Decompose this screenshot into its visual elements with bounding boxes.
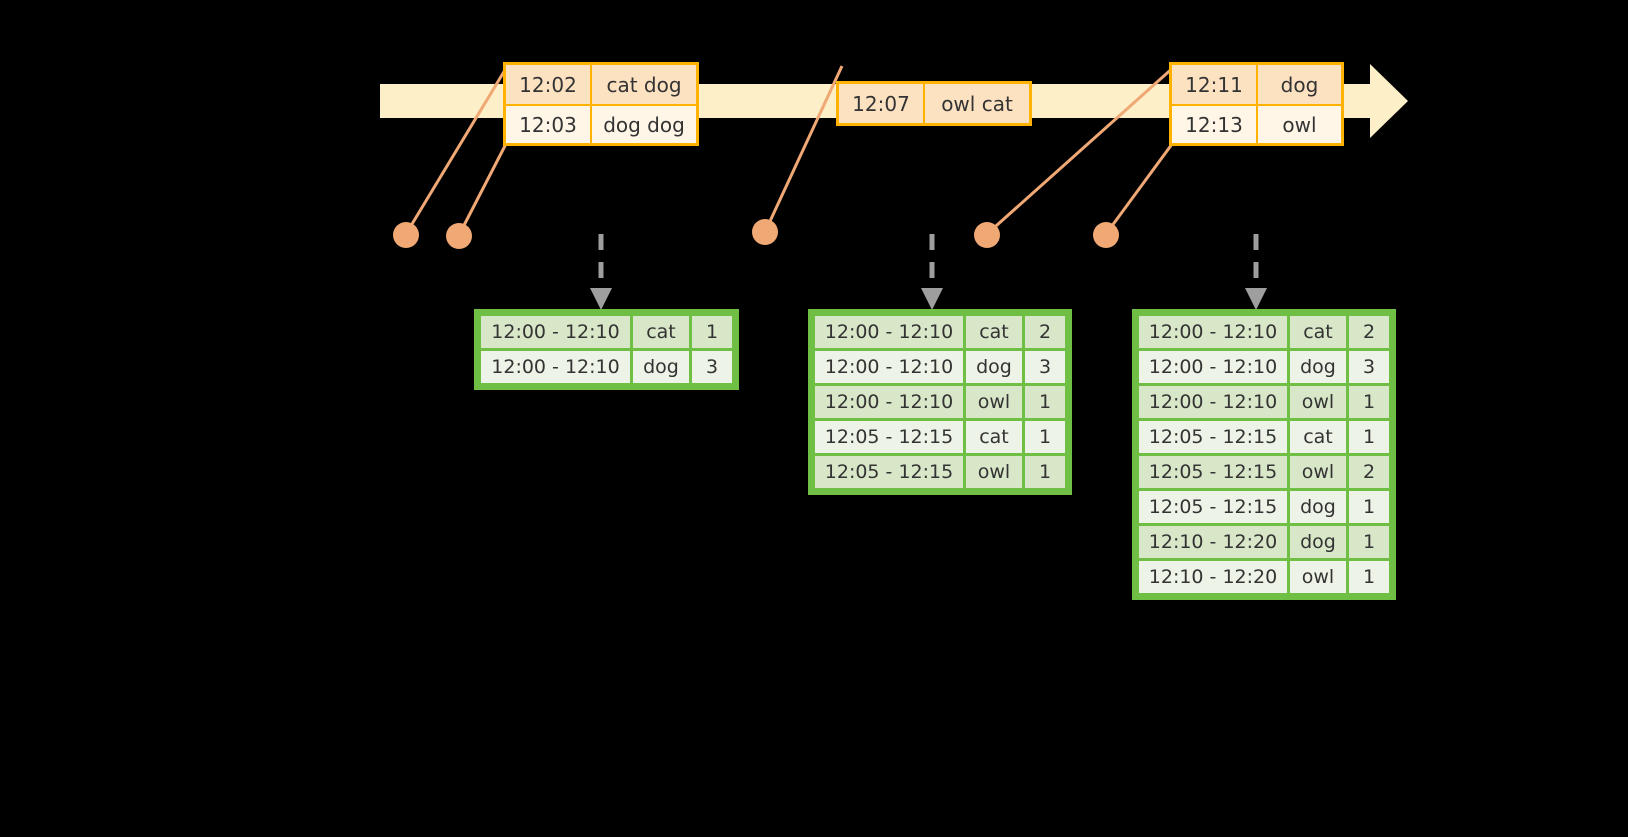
count-cell: 1	[692, 316, 732, 348]
connector-dot	[393, 222, 419, 248]
event-row[interactable]: 12:13 owl	[1172, 104, 1341, 143]
table-row[interactable]: 12:05 - 12:15 cat 1	[1139, 421, 1389, 453]
event-words: owl	[1258, 106, 1341, 143]
count-cell: 2	[1349, 456, 1389, 488]
connector-dot	[446, 223, 472, 249]
table-row[interactable]: 12:00 - 12:10 cat 2	[1139, 316, 1389, 348]
table-row[interactable]: 12:05 - 12:15 owl 1	[815, 456, 1065, 488]
event-words: dog	[1258, 65, 1341, 104]
table-row[interactable]: 12:05 - 12:15 cat 1	[815, 421, 1065, 453]
word-cell: dog	[1290, 491, 1346, 523]
event-row[interactable]: 12:03 dog dog	[506, 104, 696, 143]
word-cell: owl	[966, 386, 1022, 418]
word-cell: owl	[966, 456, 1022, 488]
count-cell: 1	[1025, 421, 1065, 453]
arrow-head	[1245, 288, 1267, 310]
window-cell: 12:00 - 12:10	[815, 316, 963, 348]
event-time: 12:03	[506, 106, 592, 143]
word-cell: owl	[1290, 456, 1346, 488]
window-cell: 12:05 - 12:15	[1139, 456, 1287, 488]
emit-arrows	[598, 234, 1259, 292]
table-row[interactable]: 12:00 - 12:10 dog 3	[481, 351, 732, 383]
event-row[interactable]: 12:02 cat dog	[506, 65, 696, 104]
word-cell: dog	[633, 351, 689, 383]
event-time: 12:02	[506, 65, 592, 104]
window-cell: 12:05 - 12:15	[1139, 491, 1287, 523]
count-cell: 1	[1349, 561, 1389, 593]
count-cell: 1	[1349, 386, 1389, 418]
word-cell: owl	[1290, 561, 1346, 593]
count-cell: 2	[1025, 316, 1065, 348]
table-row[interactable]: 12:00 - 12:10 dog 3	[815, 351, 1065, 383]
count-cell: 1	[1025, 456, 1065, 488]
arrow-head	[921, 288, 943, 310]
window-cell: 12:00 - 12:10	[815, 351, 963, 383]
count-cell: 1	[1349, 526, 1389, 558]
event-words: dog dog	[592, 106, 696, 143]
window-cell: 12:00 - 12:10	[481, 351, 630, 383]
event-group-2[interactable]: 12:07 owl cat	[836, 81, 1032, 126]
window-cell: 12:05 - 12:15	[1139, 421, 1287, 453]
word-cell: cat	[633, 316, 689, 348]
count-cell: 1	[1349, 491, 1389, 523]
word-cell: cat	[1290, 421, 1346, 453]
table-row[interactable]: 12:10 - 12:20 dog 1	[1139, 526, 1389, 558]
word-cell: cat	[966, 316, 1022, 348]
count-cell: 1	[1025, 386, 1065, 418]
event-row[interactable]: 12:11 dog	[1172, 65, 1341, 104]
table-row[interactable]: 12:00 - 12:10 cat 2	[815, 316, 1065, 348]
word-cell: cat	[966, 421, 1022, 453]
word-cell: dog	[966, 351, 1022, 383]
event-group-3[interactable]: 12:11 dog 12:13 owl	[1169, 62, 1344, 146]
emit-arrow-heads	[590, 288, 1267, 310]
event-words: owl cat	[925, 84, 1029, 123]
event-time: 12:07	[839, 84, 925, 123]
count-cell: 3	[1025, 351, 1065, 383]
event-row[interactable]: 12:07 owl cat	[839, 84, 1029, 123]
count-cell: 3	[692, 351, 732, 383]
result-table-1[interactable]: 12:00 - 12:10 cat 1 12:00 - 12:10 dog 3	[474, 309, 739, 390]
connector-dot	[752, 219, 778, 245]
connector-dot	[974, 222, 1000, 248]
arrow-head	[590, 288, 612, 310]
window-cell: 12:00 - 12:10	[1139, 351, 1287, 383]
window-cell: 12:00 - 12:10	[1139, 316, 1287, 348]
table-row[interactable]: 12:00 - 12:10 owl 1	[1139, 386, 1389, 418]
word-cell: owl	[1290, 386, 1346, 418]
connector-dot	[1093, 222, 1119, 248]
table-row[interactable]: 12:05 - 12:15 dog 1	[1139, 491, 1389, 523]
event-group-1[interactable]: 12:02 cat dog 12:03 dog dog	[503, 62, 699, 146]
count-cell: 3	[1349, 351, 1389, 383]
word-cell: cat	[1290, 316, 1346, 348]
table-row[interactable]: 12:00 - 12:10 owl 1	[815, 386, 1065, 418]
count-cell: 1	[1349, 421, 1389, 453]
table-row[interactable]: 12:05 - 12:15 owl 2	[1139, 456, 1389, 488]
window-cell: 12:00 - 12:10	[481, 316, 630, 348]
window-cell: 12:10 - 12:20	[1139, 561, 1287, 593]
event-time: 12:13	[1172, 106, 1258, 143]
window-cell: 12:00 - 12:10	[1139, 386, 1287, 418]
word-cell: dog	[1290, 351, 1346, 383]
window-cell: 12:00 - 12:10	[815, 386, 963, 418]
table-row[interactable]: 12:10 - 12:20 owl 1	[1139, 561, 1389, 593]
count-cell: 2	[1349, 316, 1389, 348]
result-table-2[interactable]: 12:00 - 12:10 cat 2 12:00 - 12:10 dog 3 …	[808, 309, 1072, 495]
event-time: 12:11	[1172, 65, 1258, 104]
window-cell: 12:05 - 12:15	[815, 456, 963, 488]
table-row[interactable]: 12:00 - 12:10 cat 1	[481, 316, 732, 348]
result-table-3[interactable]: 12:00 - 12:10 cat 2 12:00 - 12:10 dog 3 …	[1132, 309, 1396, 600]
word-cell: dog	[1290, 526, 1346, 558]
window-cell: 12:10 - 12:20	[1139, 526, 1287, 558]
connector-dots	[393, 219, 1119, 249]
window-cell: 12:05 - 12:15	[815, 421, 963, 453]
event-words: cat dog	[592, 65, 696, 104]
table-row[interactable]: 12:00 - 12:10 dog 3	[1139, 351, 1389, 383]
